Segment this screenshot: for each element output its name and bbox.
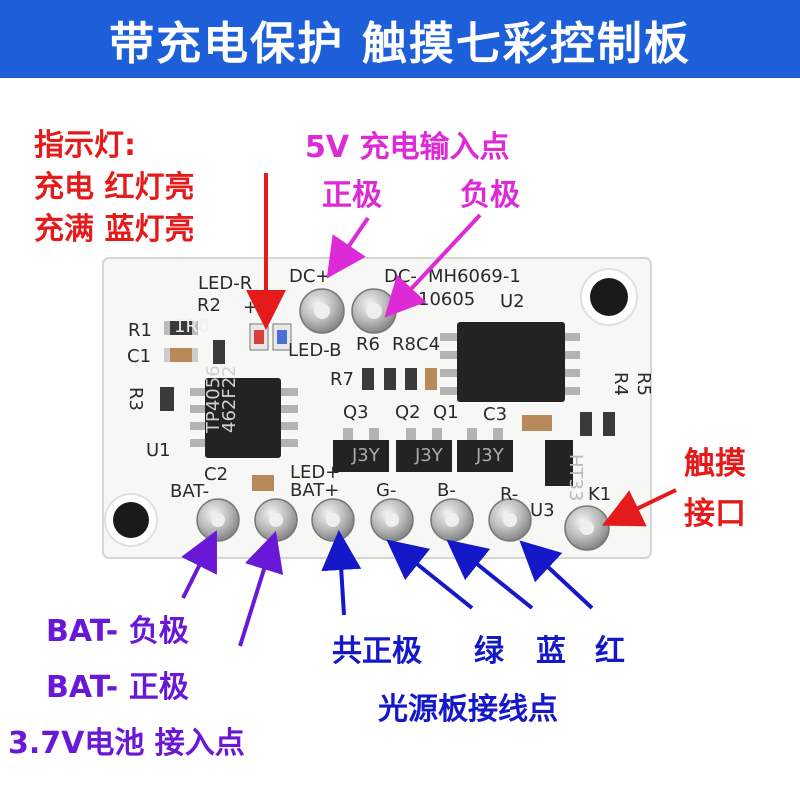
blue-arrow (446, 539, 534, 610)
pcb-q1: Q1 (433, 402, 459, 423)
pcb-tr-mark-3: J3Y (475, 445, 505, 466)
negative-arrow (384, 213, 482, 318)
indicator-full: 充满 蓝灯亮 (34, 212, 195, 247)
charge-positive: 正极 (322, 178, 382, 213)
smd-components (160, 321, 615, 491)
light-caption: 光源板接线点 (378, 692, 558, 727)
pcb-date: 10605 (418, 289, 475, 310)
pcb-c3: C3 (483, 404, 507, 425)
light-green: 绿 (474, 634, 504, 669)
pcb-c1: C1 (127, 346, 151, 367)
dc-minus-pad (351, 288, 397, 334)
led-plus-pad (311, 498, 355, 542)
touch-line2: 接口 (684, 496, 746, 532)
pcb-b-minus: B- (437, 480, 456, 501)
pcb-c4: C4 (416, 334, 440, 355)
u3-chip (545, 440, 573, 486)
title-text: 带充电保护 触摸七彩控制板 (109, 16, 691, 70)
r-minus-pad (488, 498, 532, 542)
pcb-dc-plus: DC+ (289, 266, 331, 287)
dc-plus-pad (299, 288, 345, 334)
pcb-bat-plus: BAT+ (290, 480, 339, 501)
pcb-led-b: LED-B (288, 340, 341, 361)
g-minus-pad (370, 498, 414, 542)
pcb-r1-value: 1R0 (174, 316, 209, 337)
touch-arrow (601, 488, 677, 527)
charge-negative: 负极 (460, 178, 520, 213)
pcb-dc-minus: DC- (384, 266, 417, 287)
indicator-title: 指示灯: (34, 128, 136, 163)
pcb-r6: R6 (356, 334, 380, 355)
common-arrow (321, 530, 362, 616)
charge-input-title: 5V 充电输入点 (305, 130, 510, 165)
bat-positive-arrow (238, 530, 284, 647)
pcb-r4: R4 (610, 372, 631, 396)
pcb-led-r: LED-R (198, 273, 252, 294)
pcb-q3: Q3 (343, 402, 369, 423)
pcb-u1: U1 (146, 440, 171, 461)
pcb-r5: R5 (633, 372, 654, 396)
pcb-r8: R8 (392, 334, 416, 355)
transistors (333, 428, 513, 472)
u1-chip (190, 378, 298, 458)
pcb-r1: R1 (128, 320, 152, 341)
bat-plus-pad (254, 498, 298, 542)
b-minus-pad (430, 498, 474, 542)
title-banner: 带充电保护 触摸七彩控制板 (0, 0, 800, 78)
pcb-g-minus: G- (376, 480, 396, 501)
pcb-u2: U2 (500, 291, 525, 312)
light-red: 红 (595, 634, 625, 669)
mounting-hole-top-right (580, 268, 638, 326)
u2-chip (440, 322, 580, 402)
pcb-c2: C2 (204, 464, 228, 485)
pcb-q2: Q2 (395, 402, 421, 423)
pcb-u3-chip: HT33 (565, 454, 586, 501)
pcb-bat-minus: BAT- (170, 481, 209, 502)
red-arrow (519, 540, 594, 610)
battery-negative: BAT- 负极 (46, 614, 189, 649)
indicator-charging: 充电 红灯亮 (34, 170, 195, 205)
light-common: 共正极 (332, 634, 422, 669)
mounting-hole-bottom-left (104, 493, 158, 547)
pcb-r3: R3 (125, 387, 146, 411)
battery-input: 3.7V电池 接入点 (8, 726, 245, 761)
pcb-tr-mark-1: J3Y (351, 445, 381, 466)
pcb-k1: K1 (588, 484, 611, 505)
battery-positive: BAT- 正极 (46, 670, 189, 705)
pcb-plus-plus: + + (243, 297, 279, 318)
pcb-u3: U3 (530, 500, 555, 521)
pcb-led-plus: LED+ (290, 462, 340, 483)
bat-minus-pad (196, 498, 240, 542)
k1-pad (564, 505, 610, 551)
positive-arrow (326, 216, 370, 279)
pcb-chip1b: 462F22 (219, 365, 240, 433)
pcb-r-minus: R- (500, 484, 518, 505)
pcb-chip1: TP4056 (203, 365, 224, 434)
pcb-r7: R7 (330, 369, 354, 390)
touch-line1: 触摸 (684, 446, 746, 482)
light-blue: 蓝 (536, 634, 566, 669)
green-arrow (386, 539, 474, 610)
pcb-model: MH6069-1 (428, 266, 521, 287)
bat-negative-arrow (181, 530, 217, 599)
pcb-tr-mark-2: J3Y (414, 445, 444, 466)
pcb-r2: R2 (197, 295, 221, 316)
